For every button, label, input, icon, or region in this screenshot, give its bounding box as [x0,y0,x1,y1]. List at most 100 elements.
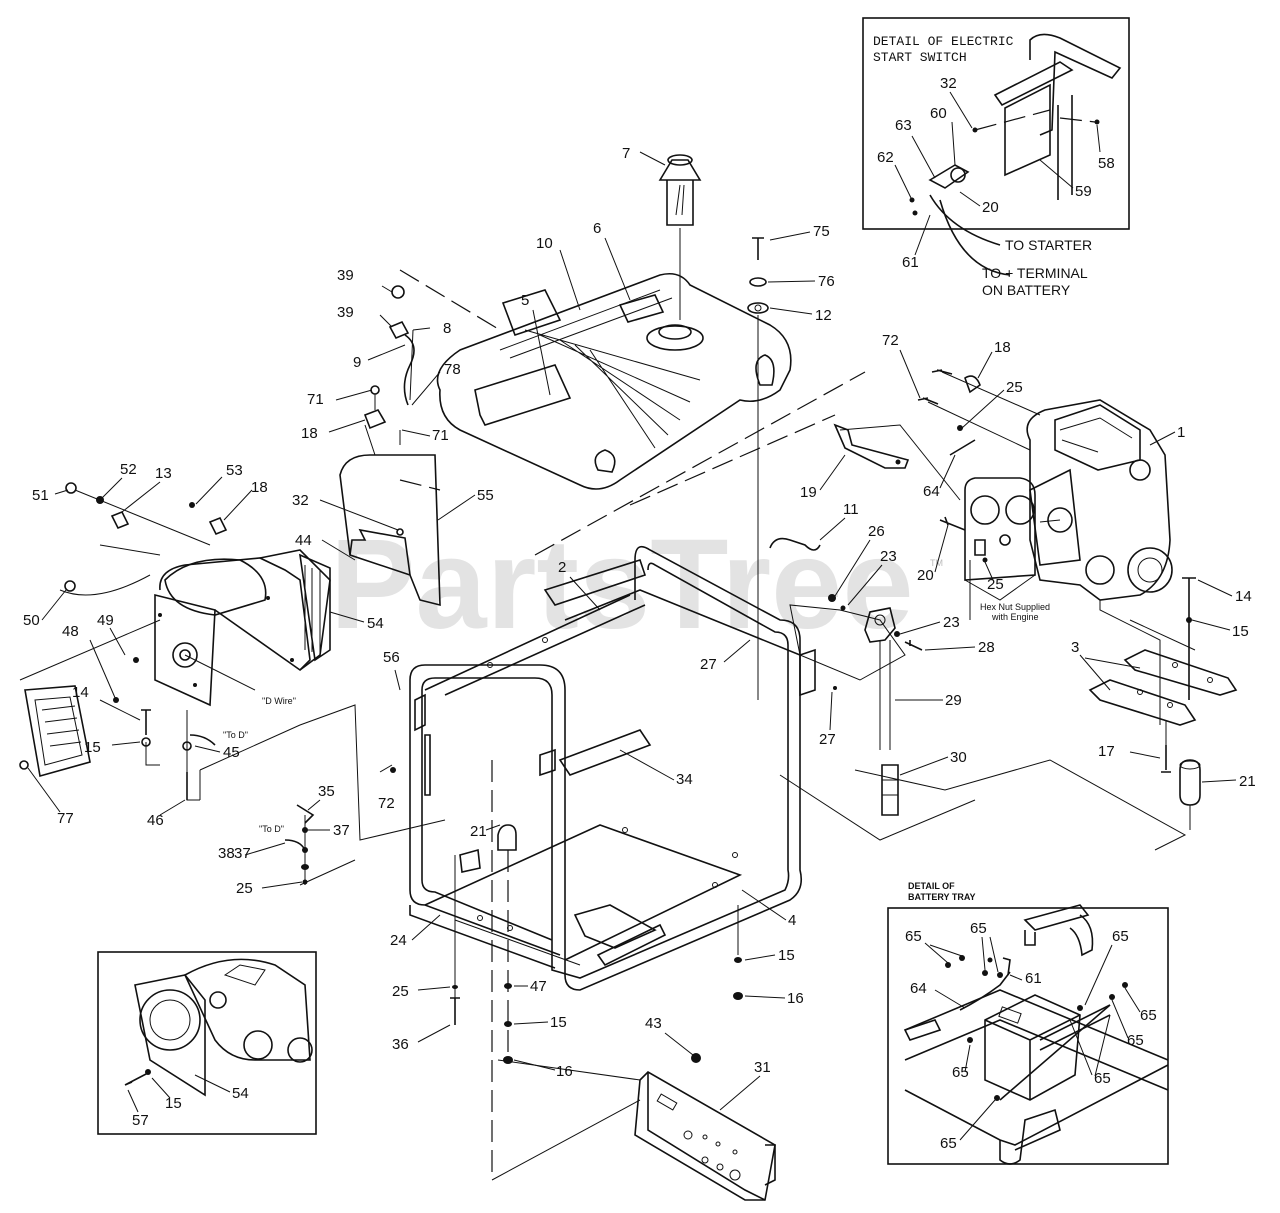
callout-1: 1 [1177,424,1185,441]
callout-65-f: 65 [952,1064,969,1081]
detail-electric-start-title-2: START SWITCH [873,50,967,65]
callout-2: 2 [558,559,566,576]
note-to-terminal-2: ON BATTERY [982,282,1071,298]
callout-21-engine: 21 [1239,773,1256,790]
callout-78: 78 [444,361,461,378]
callout-29: 29 [945,692,962,709]
callout-48: 48 [62,623,79,640]
callout-39-a: 39 [337,267,354,284]
callout-24: 24 [390,932,407,949]
callout-15-detail: 15 [165,1095,182,1112]
callout-56: 56 [383,649,400,666]
callout-27-b: 27 [819,731,836,748]
callout-15-engine: 15 [1232,623,1249,640]
callout-17: 17 [1098,743,1115,760]
callout-14-alt: 14 [72,684,89,701]
callout-18-engine: 18 [994,339,1011,356]
callout-35: 35 [318,783,335,800]
end-panel: 71 18 71 32 55 44 [292,385,494,607]
callout-59: 59 [1075,183,1092,200]
callout-63: 63 [895,117,912,134]
detail-electric-start-title-1: DETAIL OF ELECTRIC [873,34,1014,49]
callout-32: 32 [292,492,309,509]
note-to-d-1: "To D" [223,730,248,740]
callout-44: 44 [295,532,312,549]
callout-25-engine: 25 [987,576,1004,593]
callout-49: 49 [97,612,114,629]
tube-frame: 56 72 2 21 34 27 27 4 24 [378,545,836,1180]
callout-61-battery: 61 [1025,970,1042,987]
note-to-terminal-1: TO + TERMINAL [982,265,1088,281]
callout-72-frame: 72 [378,795,395,812]
callout-38: 38 [218,845,235,862]
callout-15-frame-r: 15 [778,947,795,964]
callout-58: 58 [1098,155,1115,172]
callout-18-alt: 18 [251,479,268,496]
detail-battery-title-1: DETAIL OF [908,881,955,891]
callout-39-b: 39 [337,304,354,321]
detail-battery-title-2: BATTERY TRAY [908,892,976,902]
callout-5: 5 [521,292,529,309]
callout-47: 47 [530,978,547,995]
callout-65-h: 65 [940,1135,957,1152]
callout-12: 12 [815,307,832,324]
callout-26: 26 [868,523,885,540]
callout-27-a: 27 [700,656,717,673]
engine-assembly: 19 72 18 25 1 64 20 25 14 15 3 17 21 [800,332,1256,830]
callout-65-c: 65 [1112,928,1129,945]
note-to-starter: TO STARTER [1005,237,1092,253]
callout-52: 52 [120,461,137,478]
muffler-assembly: 11 26 23 23 28 29 30 [769,501,995,816]
callout-11: 11 [843,501,859,518]
note-hex-nut-2: with Engine [991,612,1039,622]
callout-51: 51 [32,487,49,504]
callout-57: 57 [132,1112,149,1129]
detail-battery-tray: DETAIL OF BATTERY TRAY 65 65 65 61 64 [887,881,1169,1165]
fuel-line-assembly: 39 39 8 9 78 [337,267,501,406]
callout-32-detail: 32 [940,75,957,92]
note-hex-nut-1: Hex Nut Supplied [980,602,1050,612]
callout-9: 9 [353,354,361,371]
callout-37-a: 37 [333,822,350,839]
callout-50: 50 [23,612,40,629]
ground-wire-stack: 35 37 38 37 25 [199,704,446,897]
callout-64: 64 [923,483,940,500]
frame-fasteners: 15 16 25 47 36 15 16 [392,947,804,1080]
detail-fan-housing: 54 15 57 [97,951,317,1135]
callout-16-frame-r: 16 [787,990,804,1007]
callout-61-detail: 61 [902,254,919,271]
callout-71-b: 71 [432,427,449,444]
callout-4: 4 [788,912,796,929]
callout-76: 76 [818,273,835,290]
callout-31: 31 [754,1059,771,1076]
callout-6: 6 [593,220,601,237]
note-to-d-2: "To D" [259,824,284,834]
callout-64-battery: 64 [910,980,927,997]
callout-36: 36 [392,1036,409,1053]
callout-14-engine: 14 [1235,588,1252,605]
callout-60: 60 [930,105,947,122]
note-d-wire: "D Wire" [262,696,296,706]
callout-19: 19 [800,484,817,501]
callout-20: 20 [917,567,934,584]
callout-55: 55 [477,487,494,504]
callout-65-g: 65 [1094,1070,1111,1087]
callout-62: 62 [877,149,894,166]
callout-15-frame: 15 [550,1014,567,1031]
callout-45: 45 [223,744,240,761]
control-panel: 43 31 [491,1015,776,1201]
callout-71-a: 71 [307,391,324,408]
callout-16-frame: 16 [556,1063,573,1080]
callout-43: 43 [645,1015,662,1032]
callout-46: 46 [147,812,164,829]
callout-72-engine: 72 [882,332,899,349]
watermark-text: PartsTree [330,513,914,656]
callout-25-engine-top: 25 [1006,379,1023,396]
detail-electric-start-switch: DETAIL OF ELECTRIC START SWITCH 32 60 63… [862,17,1130,276]
watermark-tm: TM [930,558,943,568]
alternator-assembly: 51 52 13 53 18 50 49 48 54 14 15 45 77 4… [19,461,384,829]
callout-23-b: 23 [943,614,960,631]
callout-21-frame: 21 [470,823,487,840]
callout-28: 28 [978,639,995,656]
